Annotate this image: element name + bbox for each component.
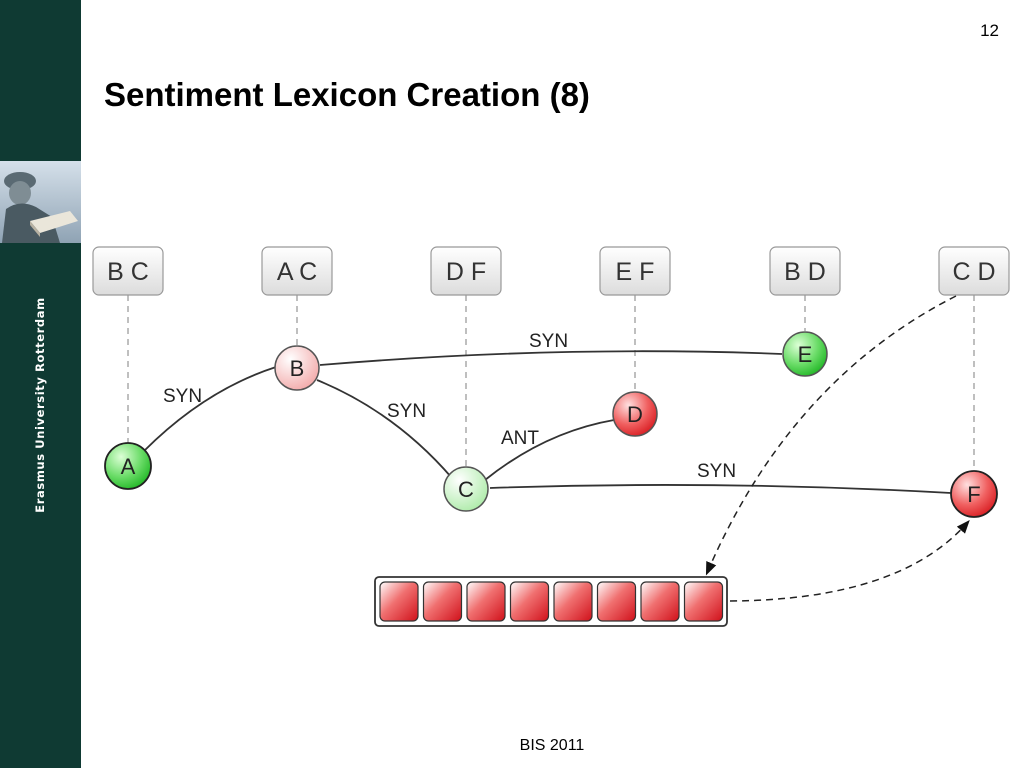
node-f: F — [950, 470, 998, 518]
queue-cell — [379, 581, 419, 622]
node-c: C — [443, 466, 489, 512]
slide-number: 12 — [980, 21, 999, 40]
node-d-label: D — [627, 402, 643, 427]
node-e-label: E — [798, 342, 813, 367]
edge-label-b-e: SYN — [529, 331, 568, 352]
label-box-df-text: D F — [446, 258, 486, 286]
edge-label-c-d: ANT — [501, 428, 539, 449]
node-e: E — [782, 331, 828, 377]
arrow-cd-to-queue — [705, 295, 957, 576]
erasmus-statue-image — [0, 161, 81, 243]
edge-c-d — [484, 419, 615, 481]
node-a-label: A — [121, 454, 136, 479]
label-box-ef-text: E F — [616, 258, 655, 286]
node-f-label: F — [967, 482, 980, 507]
edge-b-e — [319, 350, 783, 366]
edge-c-f — [489, 484, 952, 494]
edge-a-b — [143, 366, 277, 452]
node-c-label: C — [458, 477, 474, 502]
node-b: B — [274, 345, 320, 391]
edge-b-c — [316, 379, 453, 479]
node-a: A — [104, 442, 152, 490]
label-box-ac-text: A C — [277, 258, 317, 286]
edge-label-b-c: SYN — [387, 401, 426, 422]
label-box-cd: C D — [938, 246, 1010, 296]
queue — [374, 576, 728, 627]
queue-cell — [640, 581, 680, 622]
queue-cell — [553, 581, 593, 622]
label-box-df: D F — [430, 246, 502, 296]
label-box-ef: E F — [599, 246, 671, 296]
edge-label-a-b: SYN — [163, 386, 202, 407]
queue-cell — [683, 581, 724, 622]
queue-cell — [422, 581, 463, 622]
label-box-bc-text: B C — [107, 258, 149, 286]
queue-cell — [466, 581, 506, 622]
node-b-label: B — [290, 356, 305, 381]
label-box-bd: B D — [769, 246, 841, 296]
slide-title: Sentiment Lexicon Creation (8) — [104, 76, 590, 113]
edge-label-c-f: SYN — [697, 461, 736, 482]
node-d: D — [612, 391, 658, 437]
label-box-bd-text: B D — [784, 258, 826, 286]
queue-cells — [379, 581, 724, 622]
label-box-bc: B C — [92, 246, 164, 296]
label-box-cd-text: C D — [952, 258, 995, 286]
label-box-ac: A C — [261, 246, 333, 296]
arrow-queue-to-f — [729, 519, 970, 602]
queue-cell — [509, 581, 550, 622]
slide-footer: BIS 2011 — [519, 737, 585, 754]
sidebar: Erasmus University Rotterdam — [0, 0, 81, 768]
queue-cell — [596, 581, 637, 622]
